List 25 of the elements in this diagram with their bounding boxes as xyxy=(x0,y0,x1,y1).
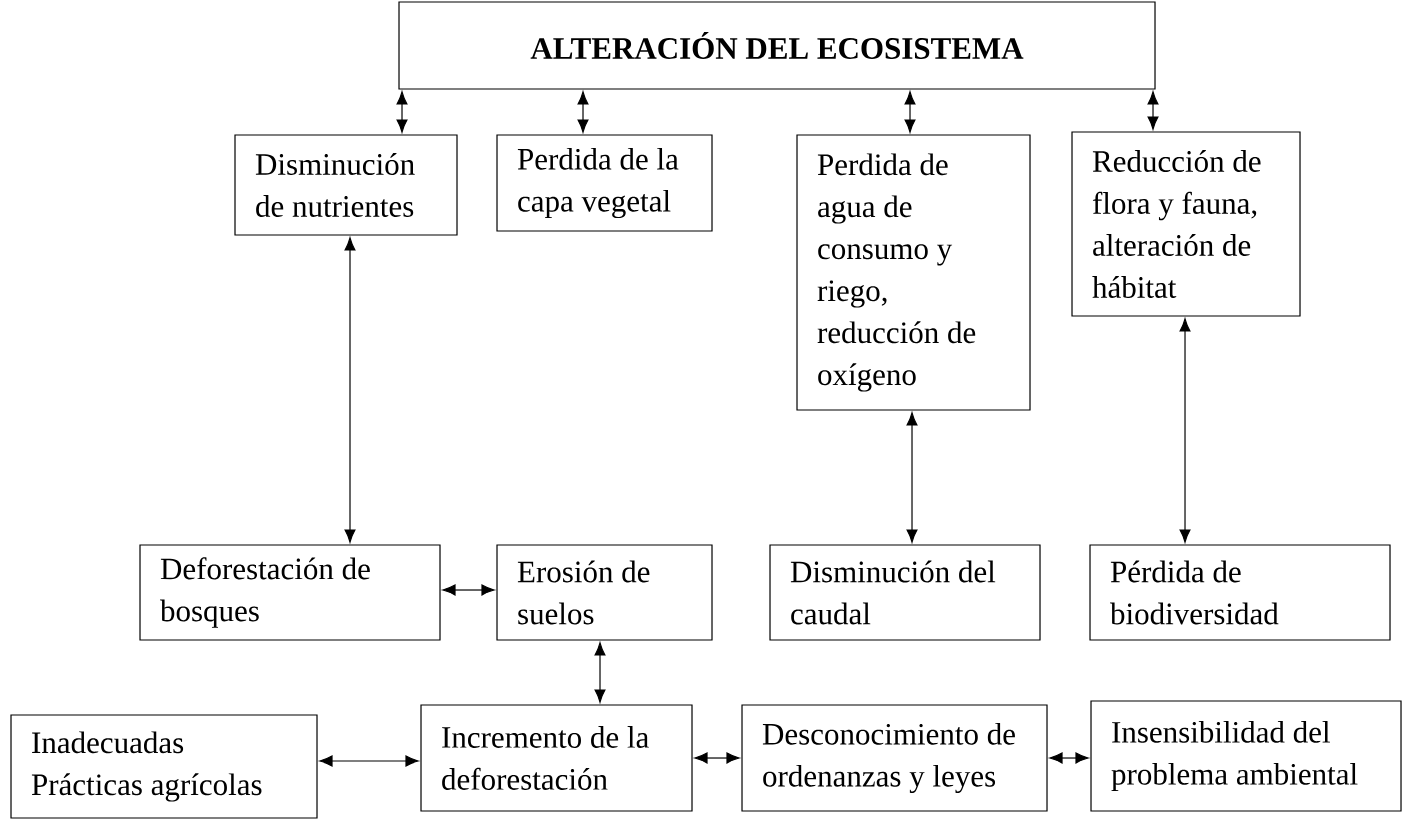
process-box: Inadecuadas Prácticas agrícolas xyxy=(10,714,318,819)
process-box: Deforestación de bosques xyxy=(139,544,441,641)
arrow xyxy=(319,755,419,767)
arrow xyxy=(396,91,408,133)
process-box: Perdida de agua de consumo y riego, reducción de oxígeno xyxy=(796,134,1031,411)
arrow xyxy=(694,752,740,764)
arrow xyxy=(442,584,495,596)
process-box: Disminución de nutrientes xyxy=(234,134,458,236)
arrow xyxy=(1049,752,1089,764)
process-box: Disminución del caudal xyxy=(769,544,1041,641)
arrow xyxy=(344,237,356,543)
arrow xyxy=(1147,91,1159,130)
process-box: Desconocimiento de ordenanzas y leyes xyxy=(741,704,1048,812)
arrow xyxy=(1179,318,1191,543)
title-box: ALTERACIÓN DEL ECOSISTEMA xyxy=(398,1,1156,90)
process-box: Incremento de la deforestación xyxy=(420,704,693,812)
arrow xyxy=(906,412,918,543)
process-box: Insensibilidad del problema ambiental xyxy=(1090,700,1402,812)
arrow xyxy=(577,91,589,133)
arrow xyxy=(904,91,916,133)
process-box: Perdida de la capa vegetal xyxy=(496,134,713,232)
arrow xyxy=(594,642,606,703)
process-box: Reducción de flora y fauna, alteración de hábitat xyxy=(1071,131,1301,317)
process-box: Erosión de suelos xyxy=(496,544,713,641)
process-box: Pérdida de biodiversidad xyxy=(1089,544,1391,641)
